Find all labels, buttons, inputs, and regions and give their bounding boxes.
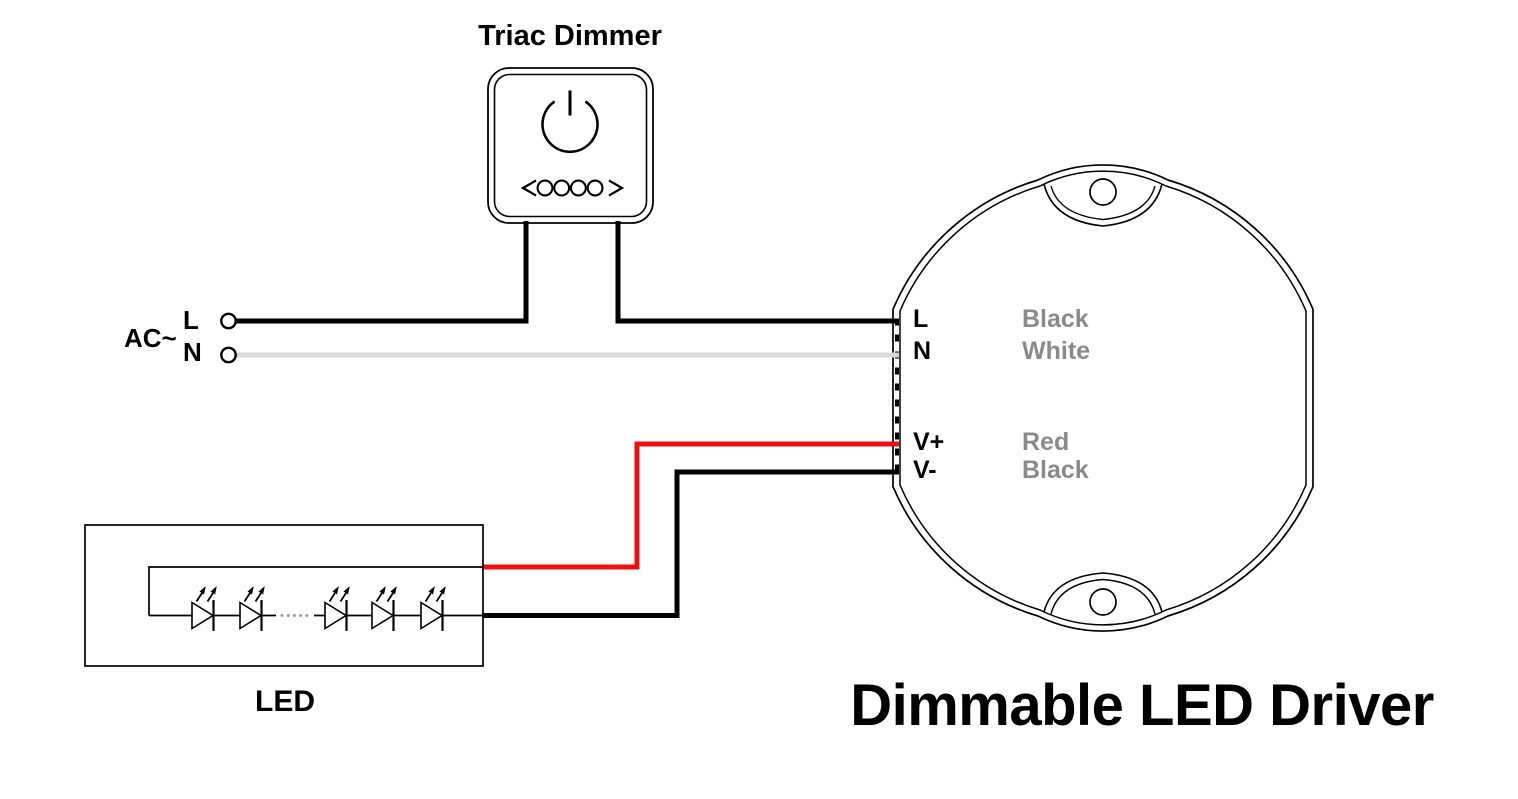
chevron-right-icon — [608, 179, 625, 197]
dimmer-level-dots — [536, 179, 604, 197]
driver-bottom-strap-inner — [1050, 578, 1156, 615]
dimmer-dot — [536, 179, 554, 197]
dimmer-dot — [569, 179, 587, 197]
positive-output-wire — [482, 441, 899, 570]
driver-top-strap — [1043, 183, 1163, 227]
mounting-hole-top — [1089, 178, 1117, 206]
driver-bottom-strap — [1043, 572, 1163, 613]
driver-terminal-vminus-label: V- — [913, 456, 937, 484]
led-diode-1 — [190, 586, 218, 633]
wires — [220, 221, 899, 618]
driver-outline-outer — [892, 164, 1314, 632]
dimmer-dot — [553, 179, 571, 197]
driver-top-strap-inner — [1050, 185, 1156, 221]
led-chain-ellipsis — [280, 614, 309, 617]
driver-terminal-n-label: N — [913, 337, 932, 365]
wire-name-black-l: Black — [1022, 305, 1089, 333]
dimmer-dot — [586, 179, 604, 197]
driver-terminal-vplus-label: V+ — [913, 428, 945, 456]
wire-name-black-vminus: Black — [1022, 456, 1089, 484]
led-diode-4 — [370, 586, 398, 633]
ac-live-terminal — [220, 312, 237, 330]
chevron-left-icon — [520, 179, 537, 197]
led-diode-3 — [323, 586, 351, 633]
led-diode-2 — [238, 586, 266, 633]
led-module-box — [84, 524, 484, 667]
power-icon — [541, 90, 599, 154]
driver-title: Dimmable LED Driver — [850, 673, 1434, 738]
triac-dimmer-title: Triac Dimmer — [478, 20, 662, 52]
triac-dimmer-box — [487, 67, 654, 224]
led-driver-body — [892, 164, 1314, 632]
ac-neutral-terminal — [220, 346, 237, 364]
led-module — [84, 524, 484, 667]
dimmer-inner-frame — [493, 73, 648, 218]
mounting-hole-bottom — [1089, 588, 1117, 616]
driver-terminal-l-label: L — [913, 305, 929, 333]
negative-output-wire — [482, 469, 899, 618]
ac-source-label: AC~ — [124, 323, 177, 353]
led-module-label: LED — [255, 685, 315, 718]
led-anode-loop — [148, 566, 483, 616]
driver-outline-inner — [899, 170, 1307, 626]
wire-name-red-vplus: Red — [1022, 428, 1070, 456]
ac-neutral-label: N — [183, 337, 202, 367]
led-diode-5 — [419, 586, 447, 633]
ac-live-label: L — [183, 305, 199, 335]
wire-name-white-n: White — [1022, 337, 1091, 365]
